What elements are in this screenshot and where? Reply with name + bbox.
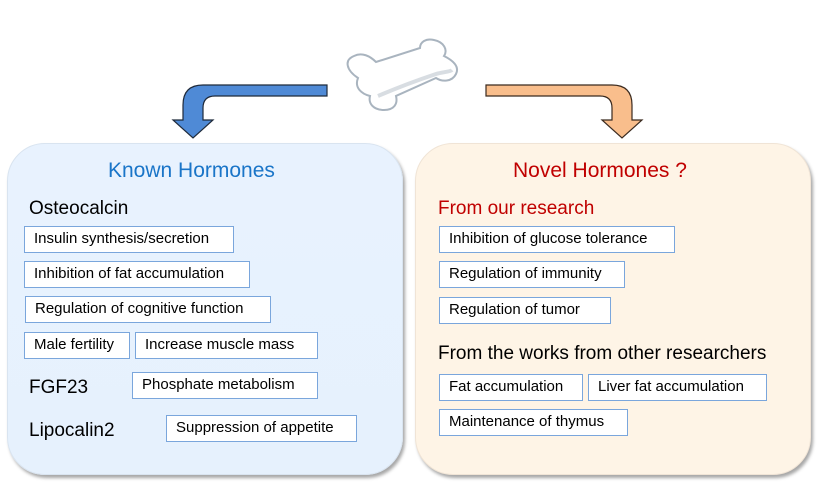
known-hormones-title: Known Hormones: [108, 159, 275, 182]
other-research-heading: From the works from other researchers: [438, 343, 767, 364]
function-tag: Regulation of cognitive function: [25, 296, 271, 323]
function-tag: Suppression of appetite: [166, 415, 357, 442]
fgf23-label: FGF23: [29, 377, 89, 398]
osteocalcin-label: Osteocalcin: [29, 198, 129, 219]
bone-icon: [346, 38, 458, 112]
lipocalin2-label: Lipocalin2: [29, 420, 115, 441]
right-arrow-icon: [485, 84, 644, 139]
our-research-heading: From our research: [438, 198, 595, 219]
function-tag: Phosphate metabolism: [132, 372, 318, 399]
research-tag: Maintenance of thymus: [439, 409, 628, 436]
left-arrow-icon: [171, 84, 328, 139]
function-tag: Male fertility: [24, 332, 130, 359]
research-tag: Liver fat accumulation: [588, 374, 767, 401]
function-tag: Increase muscle mass: [135, 332, 318, 359]
research-tag: Fat accumulation: [439, 374, 583, 401]
research-tag: Regulation of tumor: [439, 297, 611, 324]
function-tag: Insulin synthesis/secretion: [24, 226, 234, 253]
function-tag: Inhibition of fat accumulation: [24, 261, 250, 288]
novel-hormones-title: Novel Hormones ?: [513, 159, 687, 182]
research-tag: Inhibition of glucose tolerance: [439, 226, 675, 253]
research-tag: Regulation of immunity: [439, 261, 625, 288]
